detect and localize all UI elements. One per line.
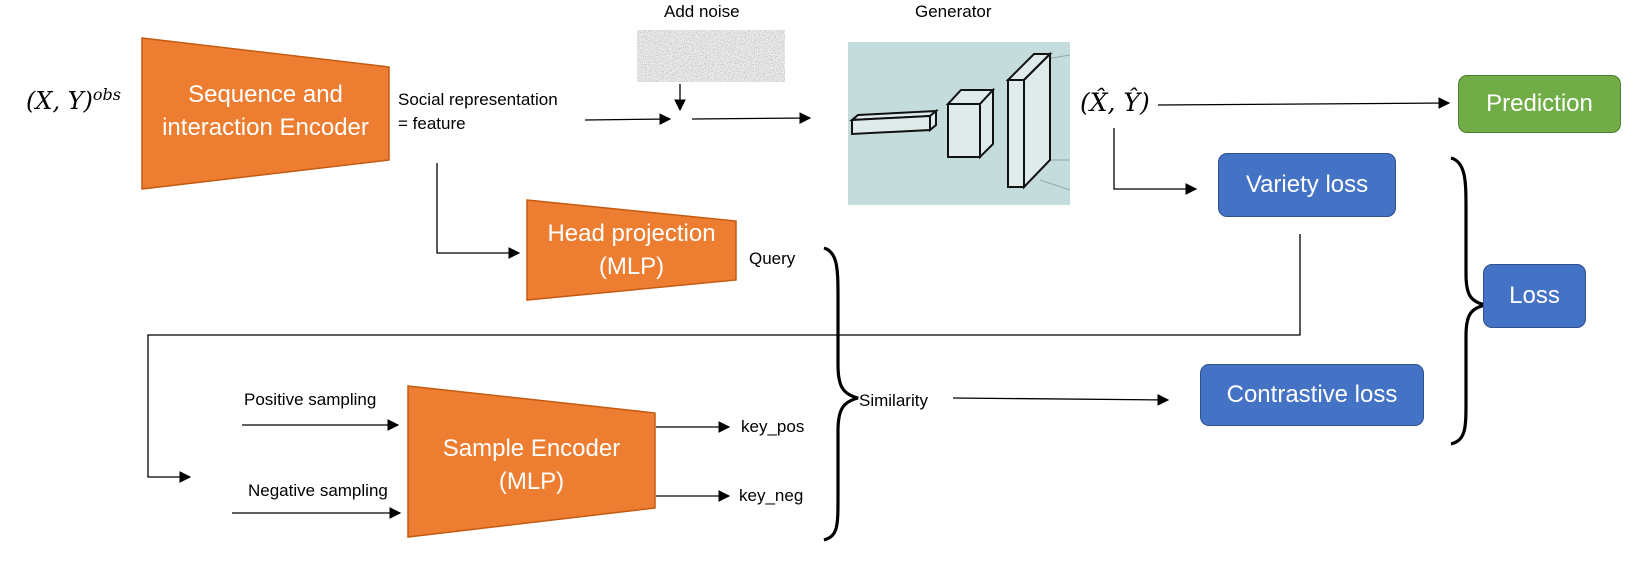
noise-patch — [637, 30, 785, 82]
negative-sampling-label: Negative sampling — [248, 481, 388, 500]
observation-label-base: (X, Y) — [26, 87, 93, 115]
key-pos-label: key_pos — [741, 417, 805, 436]
query-label: Query — [749, 249, 796, 268]
head-projection-arrow — [436, 163, 521, 259]
observation-label-sup: obs — [92, 85, 122, 104]
head-projection-label: Head projection (MLP) — [527, 217, 736, 283]
positive-sampling-label: Positive sampling — [244, 390, 377, 409]
generator-input-arrow — [691, 112, 812, 124]
social-representation-line2: = feature — [398, 114, 466, 133]
generator-label: Generator — [915, 2, 992, 21]
head-projection-shape — [526, 199, 737, 301]
key-neg-label: key_neg — [739, 486, 804, 505]
social-representation-label: Social representation = feature — [398, 88, 558, 136]
similarity-label: Similarity — [859, 391, 928, 410]
generator-image — [848, 42, 1071, 205]
similarity-brace — [823, 246, 859, 542]
add-noise-label: Add noise — [664, 2, 740, 21]
sample-encoder-line1: Sample Encoder — [442, 435, 621, 462]
sample-encoder-label: Sample Encoder (MLP) — [408, 432, 655, 498]
sample-encoder-line2: (MLP) — [498, 468, 565, 495]
encoder-label-line2: interaction Encoder — [162, 114, 369, 141]
loss-box: Loss — [1483, 264, 1586, 328]
encoder-label: Sequence and interaction Encoder — [142, 78, 389, 144]
head-projection-line1: Head projection — [547, 220, 716, 247]
encoder-label-line1: Sequence and — [188, 81, 343, 108]
variety-loss-box: Variety loss — [1218, 153, 1396, 217]
loss-brace — [1450, 156, 1487, 446]
social-representation-line1: Social representation — [398, 90, 558, 109]
prediction-output-label: (X̂, Ŷ) — [1080, 88, 1150, 117]
head-projection-line2: (MLP) — [598, 253, 665, 280]
similarity-arrow — [952, 394, 1170, 406]
feature-arrow — [584, 113, 672, 125]
sample-encoder-shape — [407, 385, 656, 538]
prediction-arrow — [1157, 97, 1451, 109]
contrastive-loss-box: Contrastive loss — [1200, 364, 1424, 426]
encoder-shape — [141, 37, 390, 190]
observation-label: (X, Y)obs — [26, 85, 121, 115]
prediction-box: Prediction — [1458, 75, 1621, 133]
variety-arrow — [1113, 128, 1198, 195]
loop-line — [147, 234, 1301, 483]
